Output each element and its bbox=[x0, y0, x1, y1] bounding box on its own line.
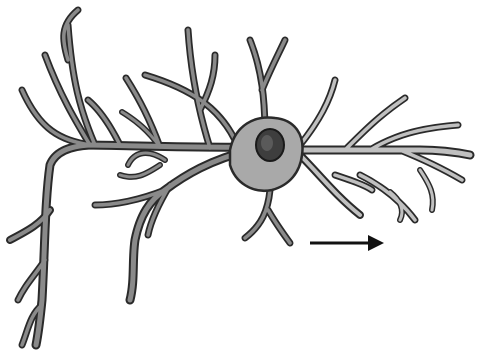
signal-direction-arrow bbox=[310, 235, 384, 251]
nucleus-highlight bbox=[261, 135, 273, 151]
axon bbox=[290, 80, 470, 220]
